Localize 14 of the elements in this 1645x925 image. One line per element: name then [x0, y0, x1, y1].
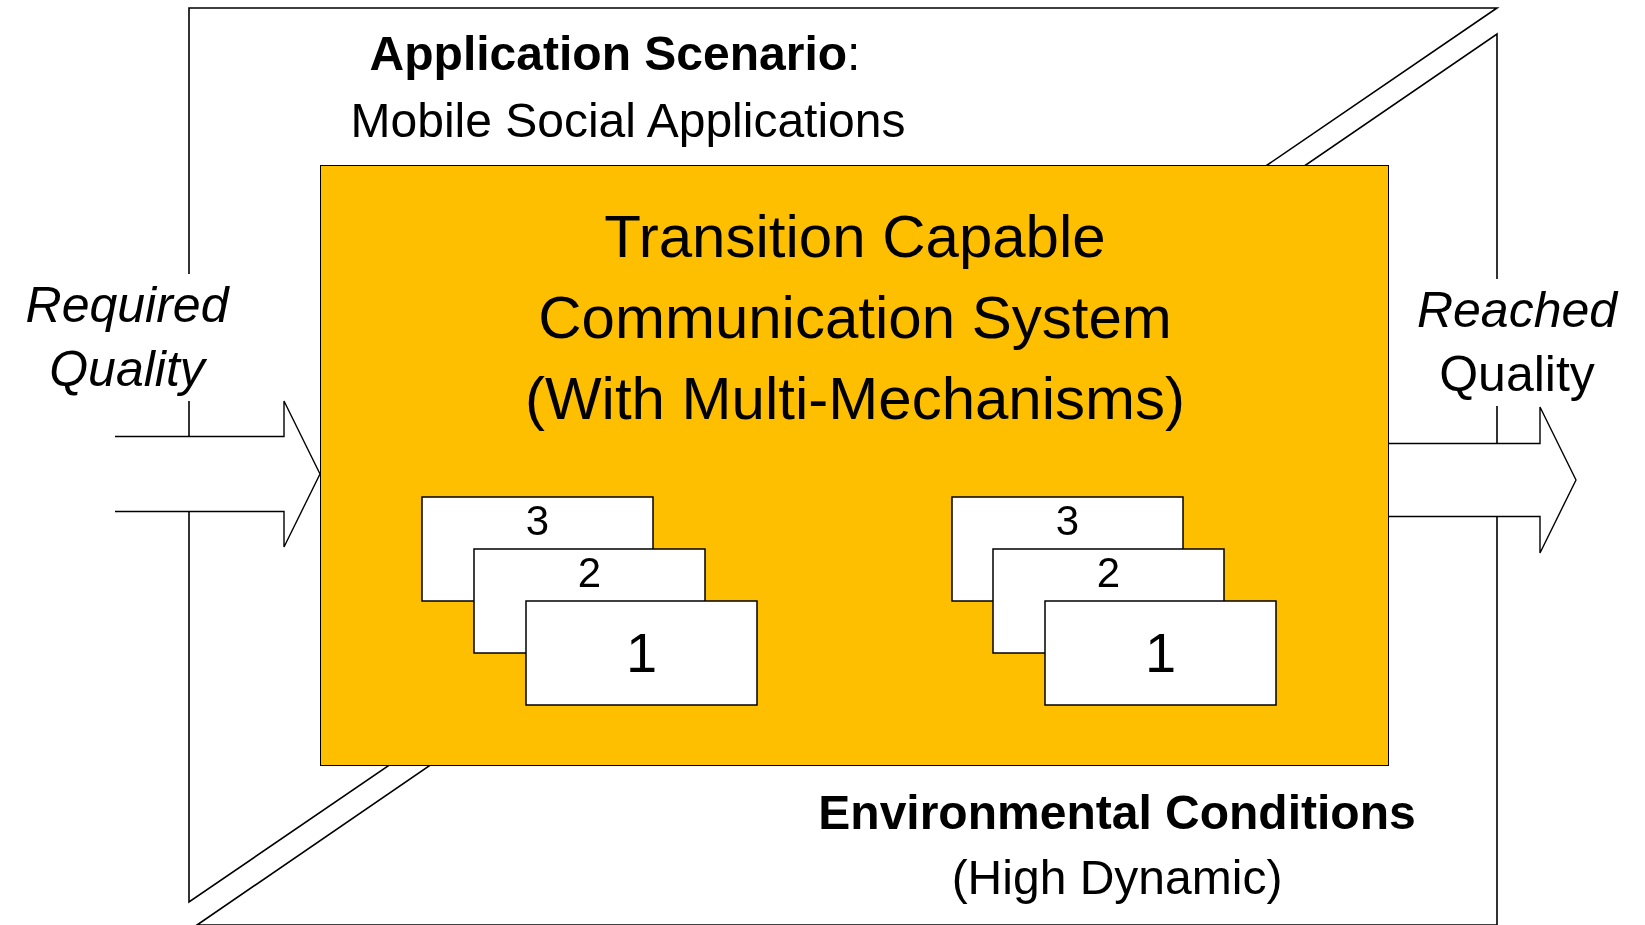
system-title: Transition Capable Communication System (With Multi-Mechanisms): [523, 202, 1187, 434]
panel-subtitle: (High Dynamic): [951, 850, 1283, 905]
card-number: 3: [1055, 500, 1080, 542]
panel-title: Application Scenario:: [369, 26, 861, 81]
card-number: 3: [525, 500, 550, 542]
card-number: 1: [1144, 625, 1177, 681]
block-arrow: [114, 400, 321, 548]
card-number: 2: [1096, 552, 1121, 594]
card-number: 2: [577, 552, 602, 594]
panel-title: Environmental Conditions: [818, 785, 1416, 840]
block-arrow: [1388, 406, 1577, 554]
panel-subtitle: Mobile Social Applications: [350, 93, 906, 148]
system-box: [320, 165, 1389, 766]
card-number: 1: [625, 625, 658, 681]
